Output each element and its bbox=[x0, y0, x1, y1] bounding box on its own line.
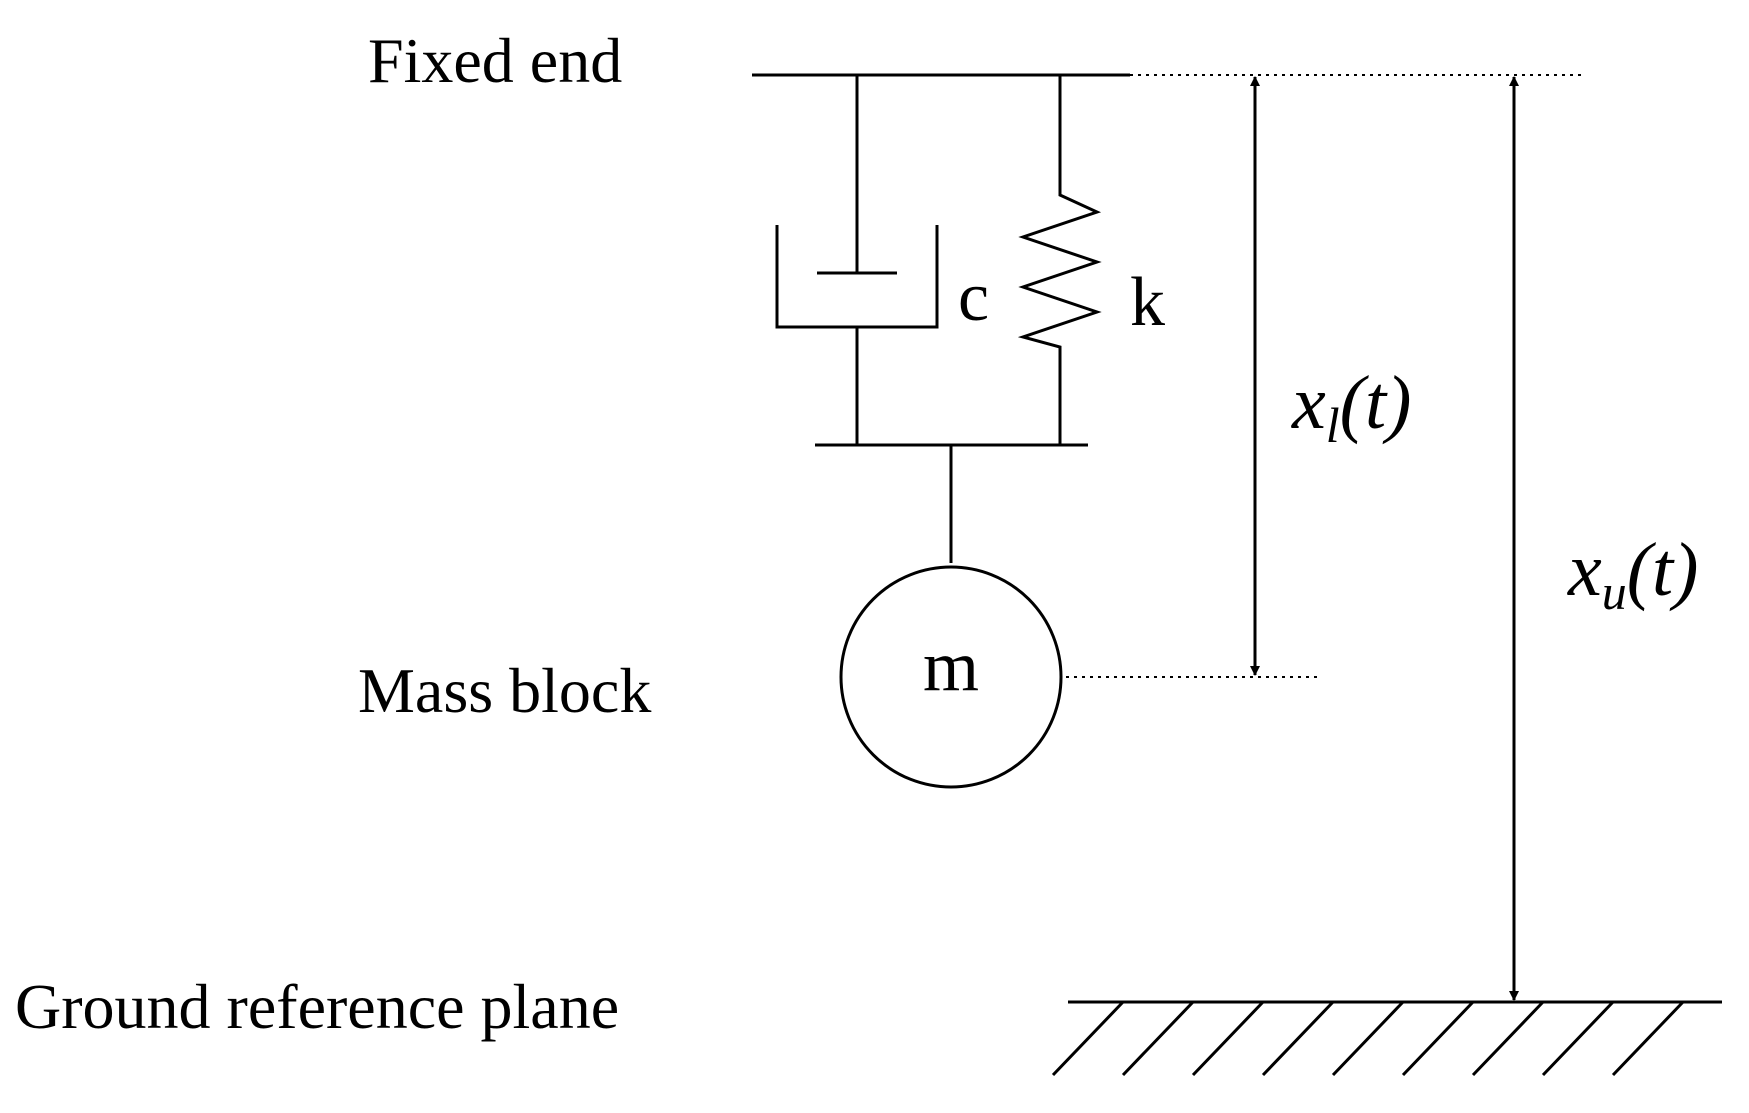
ground-label: Ground reference plane bbox=[15, 971, 619, 1042]
mass-symbol: m bbox=[923, 626, 979, 706]
ground-hatching bbox=[1051, 1000, 1685, 1077]
dimension-label-upper: xu(t) bbox=[1567, 528, 1698, 620]
dimension-label-lower: xl(t) bbox=[1291, 361, 1411, 453]
mass-circle bbox=[839, 565, 1063, 789]
spring-label: k bbox=[1130, 264, 1165, 341]
damper-label: c bbox=[958, 259, 989, 336]
spring bbox=[1017, 75, 1102, 445]
mass-block-label: Mass block bbox=[358, 655, 651, 726]
damper bbox=[775, 75, 939, 445]
fixed-end-label: Fixed end bbox=[368, 25, 622, 96]
